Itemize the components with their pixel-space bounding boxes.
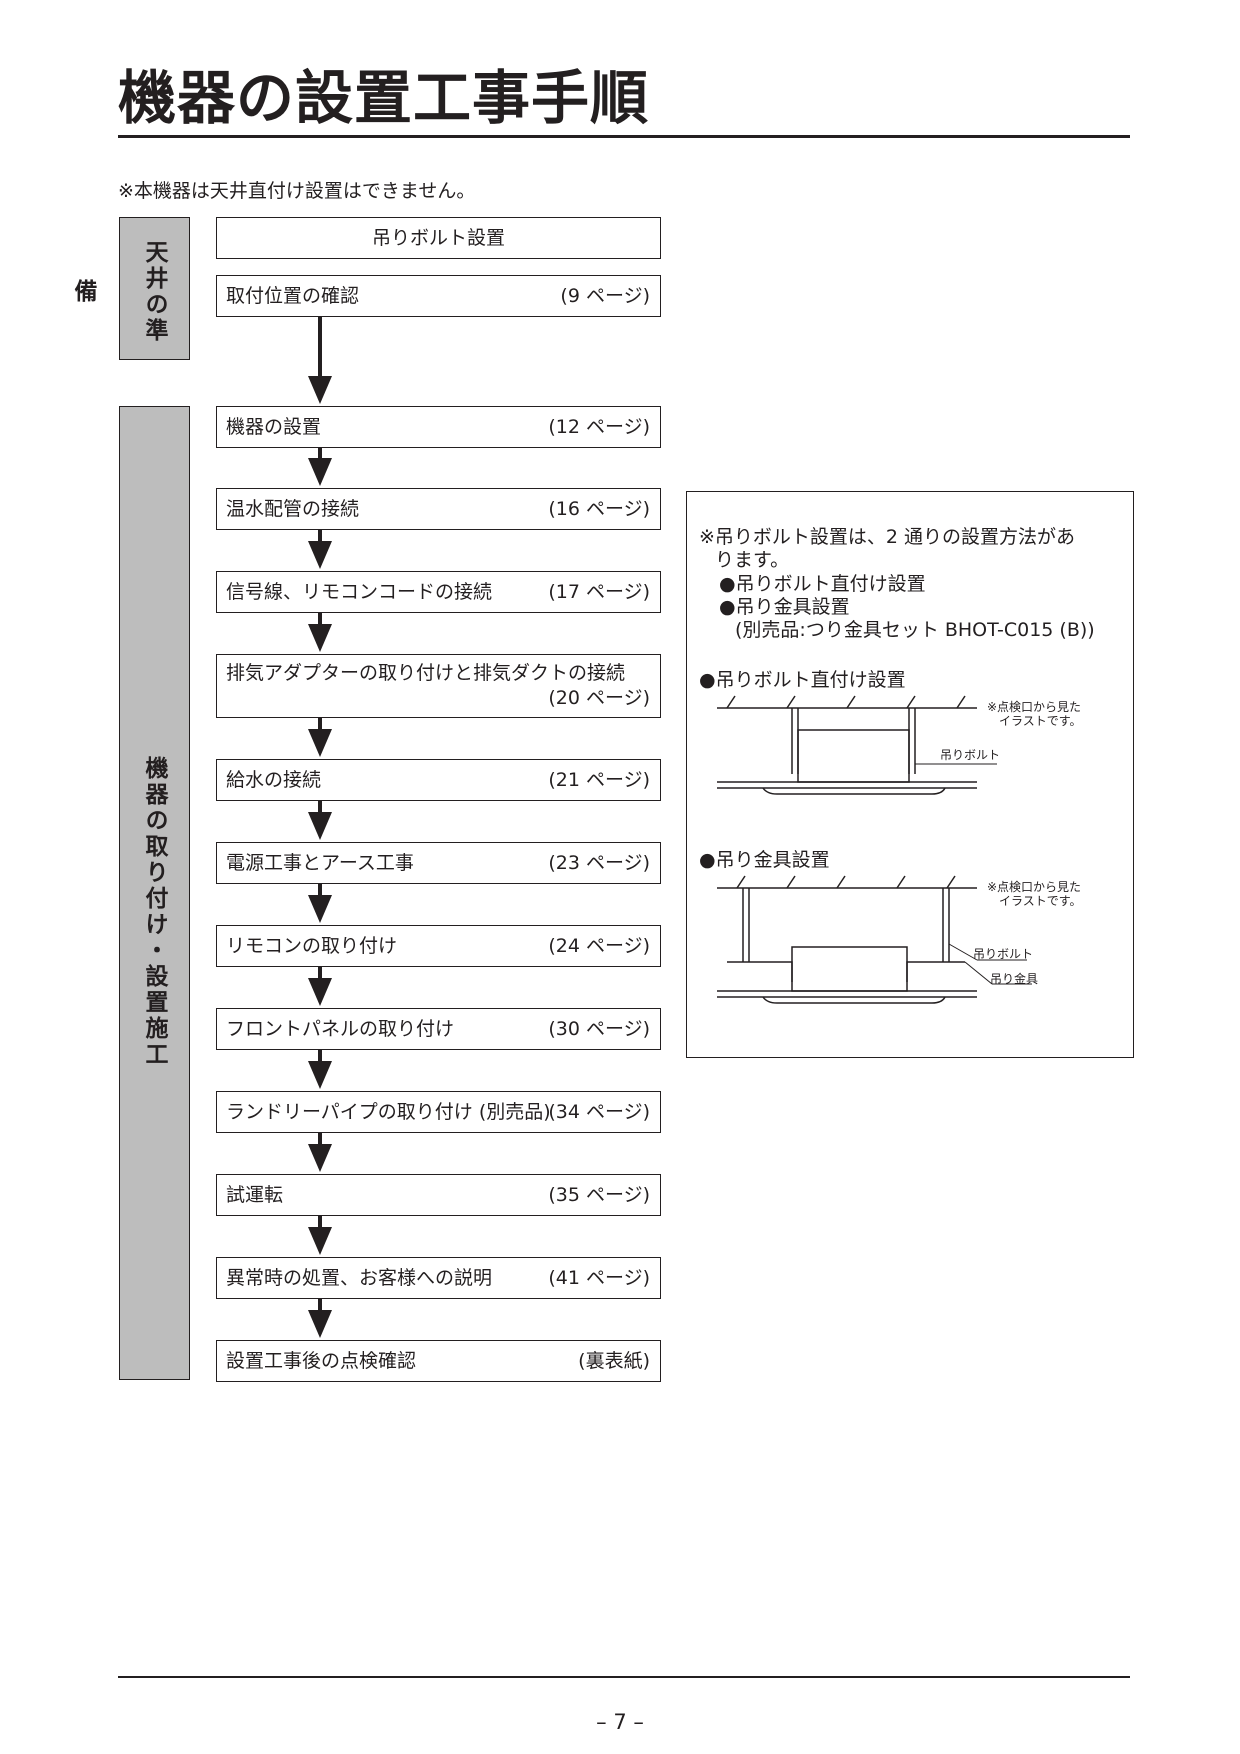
step-install-unit: 機器の設置 (12 ページ) <box>216 406 661 448</box>
flow-arrow <box>308 448 332 486</box>
step-label: 給水の接続 <box>226 769 322 791</box>
step-page-ref: (41 ページ) <box>548 1267 650 1289</box>
step-test-run: 試運転 (35 ページ) <box>216 1174 661 1216</box>
info-method-2: ●吊り金具設置 <box>719 596 850 618</box>
step-label: リモコンの取り付け <box>226 935 398 957</box>
info-method-1: ●吊りボルト直付け設置 <box>719 573 926 595</box>
flow-arrow <box>308 718 332 757</box>
diagram2-bolt-label: 吊りボルト <box>973 947 1034 961</box>
step-label: 設置工事後の点検確認 <box>226 1350 417 1372</box>
flow-arrow <box>308 1133 332 1172</box>
info-line-1: ※吊りボルト設置は、2 通りの設置方法があ <box>699 526 1076 548</box>
step-page-ref: (12 ページ) <box>548 416 650 438</box>
flow-arrow <box>308 1216 332 1255</box>
flow-arrow <box>308 1050 332 1089</box>
step-page-ref: (20 ページ) <box>548 687 650 709</box>
diagram2-bracket-label: 吊り金具 <box>990 972 1039 986</box>
step-exhaust-duct: 排気アダプターの取り付けと排気ダクトの接続 (20 ページ) <box>216 654 661 718</box>
step-water-supply: 給水の接続 (21 ページ) <box>216 759 661 801</box>
step-page-ref: (9 ページ) <box>560 285 650 307</box>
step-label: 吊りボルト設置 <box>371 227 505 249</box>
step-page-ref: (17 ページ) <box>548 581 650 603</box>
step-page-ref: (35 ページ) <box>548 1184 650 1206</box>
diagram2-title: ●吊り金具設置 <box>699 849 830 871</box>
step-page-ref: (34 ページ) <box>548 1101 650 1123</box>
info-line-2: ります。 <box>715 549 790 571</box>
section-ceiling-prep: 天井の準備 <box>70 217 190 360</box>
diagram2-view-note: イラストです。 <box>999 894 1082 908</box>
step-label: 温水配管の接続 <box>226 498 360 520</box>
diagram1-view-note: イラストです。 <box>999 714 1082 728</box>
section-install-label: 機器の取り付け・設置施工 <box>141 756 167 1068</box>
flow-arrow <box>308 613 332 652</box>
step-label: 機器の設置 <box>226 416 322 438</box>
diagram1-view-note: ※点検口から見た <box>987 700 1082 714</box>
installation-methods-box: ※吊りボルト設置は、2 通りの設置方法があ ります。 ●吊りボルト直付け設置 ●… <box>686 491 1134 1058</box>
step-label: 試運転 <box>226 1184 284 1206</box>
step-page-ref: (23 ページ) <box>548 852 650 874</box>
flow-arrow <box>308 317 332 404</box>
step-laundry-pipe: ランドリーパイプの取り付け (別売品) (34 ページ) <box>216 1091 661 1133</box>
installation-note: ※本機器は天井直付け設置はできません。 <box>118 180 476 202</box>
bracket-illustration <box>717 875 1032 1004</box>
step-label: 異常時の処置、お客様への説明 <box>226 1267 493 1289</box>
title-rule <box>118 135 1130 138</box>
footer-rule <box>118 1676 1130 1678</box>
section-ceiling-prep-label: 天井の準備 <box>70 239 167 344</box>
info-method-2-note: (別売品:つり金具セット BHOT-C015 (B)) <box>735 619 1095 641</box>
section-install: 機器の取り付け・設置施工 <box>119 406 190 1380</box>
step-hot-water-piping: 温水配管の接続 (16 ページ) <box>216 488 661 530</box>
page-title: 機器の設置工事手順 <box>118 64 650 132</box>
step-page-ref: (30 ページ) <box>548 1018 650 1040</box>
flow-arrow <box>308 1299 332 1338</box>
flow-arrow <box>308 884 332 923</box>
diagram1-bolt-label: 吊りボルト <box>940 748 1001 762</box>
step-remote-control: リモコンの取り付け (24 ページ) <box>216 925 661 967</box>
step-page-ref: (裏表紙) <box>578 1350 650 1372</box>
step-signal-wiring: 信号線、リモコンコードの接続 (17 ページ) <box>216 571 661 613</box>
flow-arrow <box>308 530 332 569</box>
step-page-ref: (16 ページ) <box>548 498 650 520</box>
diagram1-title: ●吊りボルト直付け設置 <box>699 669 906 691</box>
step-hanging-bolt: 吊りボルト設置 <box>216 217 661 259</box>
step-confirm-position: 取付位置の確認 (9 ページ) <box>216 275 661 317</box>
step-label: フロントパネルの取り付け <box>226 1018 455 1040</box>
step-label: 信号線、リモコンコードの接続 <box>226 581 493 603</box>
step-label: 電源工事とアース工事 <box>226 852 414 874</box>
flow-arrow <box>308 967 332 1006</box>
diagram2-view-note: ※点検口から見た <box>987 880 1082 894</box>
step-page-ref: (24 ページ) <box>548 935 650 957</box>
step-front-panel: フロントパネルの取り付け (30 ページ) <box>216 1008 661 1050</box>
step-troubleshooting: 異常時の処置、お客様への説明 (41 ページ) <box>216 1257 661 1299</box>
step-label: 排気アダプターの取り付けと排気ダクトの接続 <box>226 662 626 684</box>
step-power-ground: 電源工事とアース工事 (23 ページ) <box>216 842 661 884</box>
step-post-inspection: 設置工事後の点検確認 (裏表紙) <box>216 1340 661 1382</box>
step-label: ランドリーパイプの取り付け (別売品) <box>226 1101 551 1123</box>
page-number: – 7 – <box>596 1710 644 1734</box>
step-label: 取付位置の確認 <box>226 285 360 307</box>
step-page-ref: (21 ページ) <box>548 769 650 791</box>
direct-bolt-illustration <box>717 695 997 795</box>
flow-arrow <box>308 801 332 840</box>
